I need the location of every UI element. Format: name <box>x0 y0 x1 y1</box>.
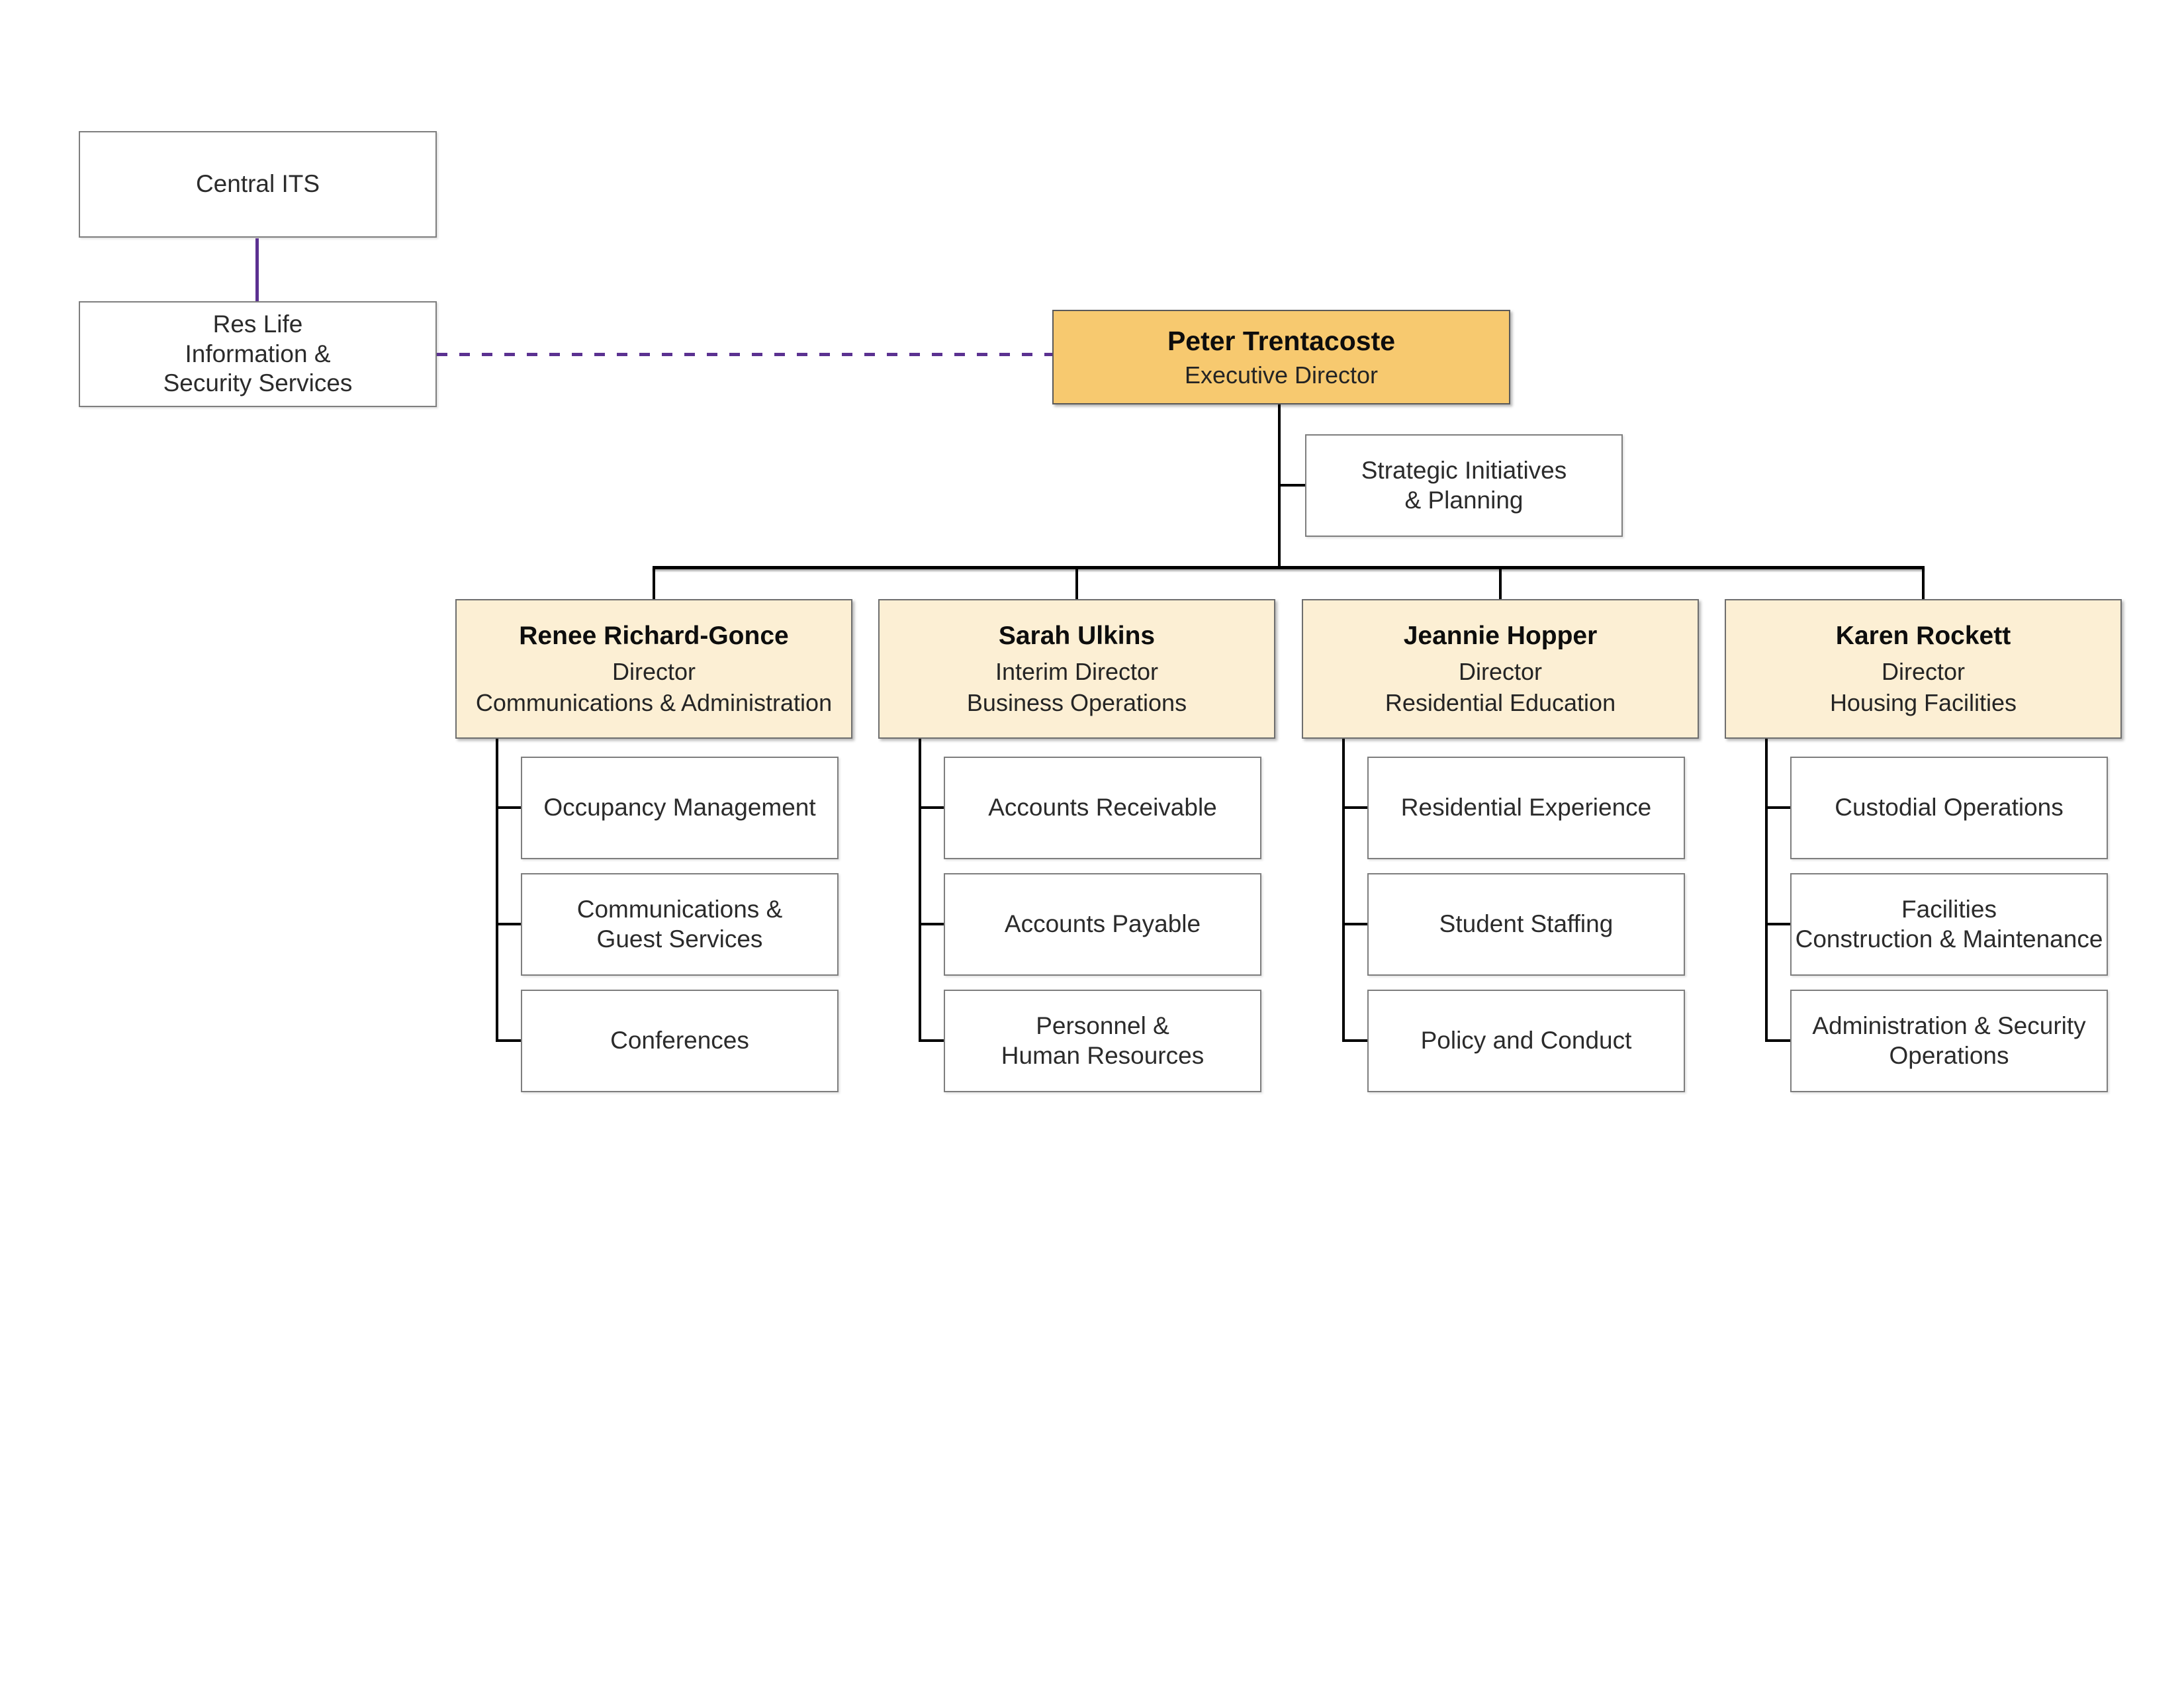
connector-dashed-res-life-to-executive <box>437 353 1054 356</box>
connector-column-business-operations <box>919 739 921 1042</box>
director-name: Karen Rockett <box>1835 621 2011 650</box>
connector-stub <box>920 923 944 925</box>
box-personnel-human-resources: Personnel & Human Resources <box>944 990 1261 1092</box>
box-facilities-construction-maintenance: Facilities Construction & Maintenance <box>1790 873 2108 976</box>
connector-stub <box>497 923 521 925</box>
connector-stub <box>920 1039 944 1042</box>
box-executive-director: Peter Trentacoste Executive Director <box>1052 310 1510 404</box>
box-director-business-operations: Sarah Ulkins Interim Director Business O… <box>878 599 1275 739</box>
director-title: Director <box>1458 657 1543 685</box>
connector-stub <box>1343 923 1367 925</box>
connector-column-communications <box>496 739 498 1042</box>
connector-stub <box>1766 806 1790 809</box>
box-central-its: Central ITS <box>79 131 437 238</box>
connector-distribution-line <box>653 566 1925 569</box>
director-dept: Residential Education <box>1385 688 1616 716</box>
box-director-communications-administration: Renee Richard-Gonce Director Communicati… <box>455 599 852 739</box>
director-name: Sarah Ulkins <box>998 621 1156 650</box>
box-accounts-receivable: Accounts Receivable <box>944 757 1261 859</box>
connector-drop-residential-education <box>1499 566 1502 599</box>
director-dept: Business Operations <box>966 688 1187 716</box>
director-title: Director <box>612 657 696 685</box>
director-title: Interim Director <box>995 657 1159 685</box>
box-occupancy-management: Occupancy Management <box>521 757 839 859</box>
executive-name: Peter Trentacoste <box>1167 326 1396 357</box>
box-administration-security-operations: Administration & Security Operations <box>1790 990 2108 1092</box>
box-policy-and-conduct: Policy and Conduct <box>1367 990 1685 1092</box>
box-director-residential-education: Jeannie Hopper Director Residential Educ… <box>1302 599 1699 739</box>
box-strategic-initiatives-planning: Strategic Initiatives & Planning <box>1305 434 1623 537</box>
director-dept: Communications & Administration <box>475 688 833 716</box>
connector-stub <box>497 1039 521 1042</box>
connector-stub <box>1766 1039 1790 1042</box>
connector-stub <box>497 806 521 809</box>
connector-drop-housing-facilities <box>1922 566 1925 599</box>
box-custodial-operations: Custodial Operations <box>1790 757 2108 859</box>
connector-central-its-to-res-life <box>255 238 259 301</box>
box-res-life-information-security: Res Life Information & Security Services <box>79 301 437 407</box>
connector-stub <box>920 806 944 809</box>
box-communications-guest-services: Communications & Guest Services <box>521 873 839 976</box>
connector-column-housing-facilities <box>1765 739 1768 1042</box>
director-name: Jeannie Hopper <box>1403 621 1598 650</box>
box-student-staffing: Student Staffing <box>1367 873 1685 976</box>
connector-strategic-stub <box>1279 484 1305 487</box>
connector-stub <box>1343 1039 1367 1042</box>
executive-title: Executive Director <box>1184 361 1379 389</box>
box-accounts-payable: Accounts Payable <box>944 873 1261 976</box>
director-title: Director <box>1881 657 1966 685</box>
connector-stub <box>1766 923 1790 925</box>
connector-stub <box>1343 806 1367 809</box>
connector-drop-communications <box>653 566 655 599</box>
connector-drop-business-operations <box>1075 566 1078 599</box>
box-residential-experience: Residential Experience <box>1367 757 1685 859</box>
box-conferences: Conferences <box>521 990 839 1092</box>
connector-column-residential-education <box>1342 739 1345 1042</box>
box-director-housing-facilities: Karen Rockett Director Housing Facilitie… <box>1725 599 2122 739</box>
director-name: Renee Richard-Gonce <box>519 621 789 650</box>
director-dept: Housing Facilities <box>1829 688 2017 716</box>
